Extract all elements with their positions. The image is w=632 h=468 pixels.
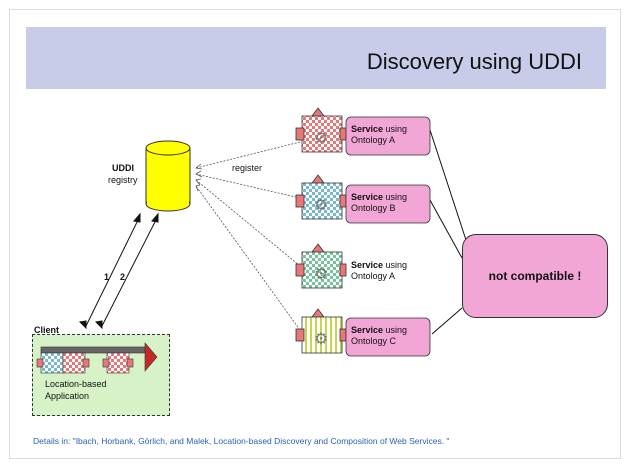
client-app-icon (36, 342, 158, 374)
register-arrowheads (195, 163, 203, 192)
register-label: register (232, 163, 263, 173)
footnote: Details in: "Ibach, Horbank, Görlich, an… (33, 436, 450, 446)
arrow-label-1: 1 (104, 272, 110, 282)
client-app-label-1: Location-based (45, 379, 107, 389)
service-icon-2: ⚙ (295, 174, 347, 220)
svg-text:⚙: ⚙ (314, 264, 328, 283)
client-box: Location-based Application (32, 334, 170, 416)
service-callout-2 (345, 184, 431, 224)
title-band: Discovery using UDDI (26, 27, 606, 89)
svg-text:⚙: ⚙ (314, 329, 328, 348)
service-callout-1 (345, 116, 431, 156)
svg-text:⚙: ⚙ (314, 195, 328, 214)
service-icon-4: ⚙ (295, 308, 347, 354)
service-icon-1: ⚙ (295, 107, 347, 153)
registry-cylinder (145, 140, 191, 212)
incompatibility-lines (429, 129, 467, 335)
client-label: Client (34, 325, 60, 335)
svg-text:⚙: ⚙ (314, 128, 328, 147)
slide-title: Discovery using UDDI (366, 49, 582, 74)
query-arrows (78, 212, 159, 330)
service-icon-3: ⚙ (295, 243, 347, 289)
client-app-label-2: Application (45, 391, 90, 401)
service-callout-4 (345, 317, 431, 357)
not-compatible-callout: not compatible ! (462, 234, 608, 318)
registry-name: UDDI (112, 163, 134, 173)
register-arrows (195, 141, 301, 331)
not-compatible-text: not compatible ! (488, 269, 582, 283)
arrow-label-2: 2 (120, 272, 126, 282)
registry-sub: registry (108, 175, 138, 185)
